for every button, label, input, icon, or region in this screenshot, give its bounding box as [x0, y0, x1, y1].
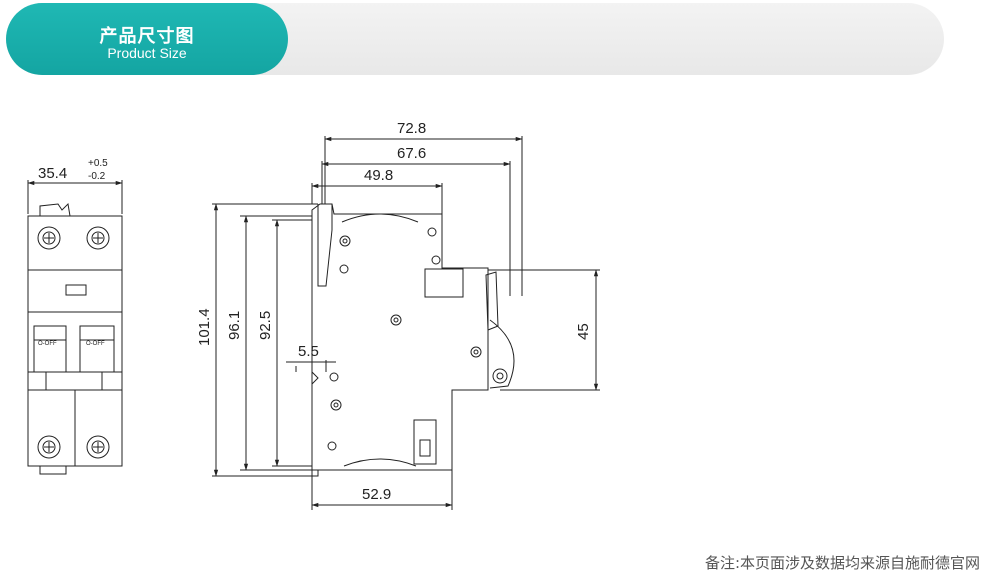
- bottom-terminal: [413, 419, 437, 465]
- dim-depth-3: 49.8: [364, 167, 393, 184]
- front-width-dim: 35.4 +0.5 -0.2: [27, 158, 123, 186]
- rail-slot: [424, 268, 464, 298]
- side-view: [311, 203, 515, 477]
- section-title-cn: 产品尺寸图: [99, 26, 195, 47]
- top-lever: [317, 204, 333, 287]
- off-label-left: O-OFF: [38, 341, 57, 347]
- dim-base-width: 52.9: [362, 486, 391, 503]
- dim-width-tol-plus: +0.5: [88, 158, 108, 169]
- side-dim-lines: [212, 136, 600, 510]
- front-view: [27, 180, 123, 475]
- handle-right: [79, 325, 115, 373]
- front-off-labels: O-OFF O-OFF: [38, 341, 105, 347]
- dim-width-tol-minus: -0.2: [88, 171, 106, 182]
- knob-arc: [489, 319, 515, 389]
- bottom-clip: [39, 466, 67, 475]
- dim-height-2: 96.1: [226, 311, 243, 340]
- side-dims: 72.8 67.6 49.8 101.4 96.1 92.5 5.5 52.9 …: [196, 120, 599, 508]
- brand-mark: [65, 284, 87, 296]
- dim-height-3: 92.5: [257, 311, 274, 340]
- dim-rail-height: 45: [575, 323, 592, 340]
- terminal-top-left: [37, 226, 61, 250]
- terminal-top-right: [86, 226, 110, 250]
- section-title-en: Product Size: [107, 45, 187, 61]
- handle-left: [33, 325, 67, 373]
- section-badge: 产品尺寸图 Product Size: [6, 3, 288, 75]
- dim-width: 35.4: [38, 165, 67, 182]
- terminal-bottom-right: [86, 435, 110, 459]
- side-body: [311, 203, 489, 471]
- footer-note: 备注:本页面涉及数据均来源自施耐德官网: [704, 554, 980, 572]
- dim-offset: 5.5: [298, 343, 319, 360]
- off-label-right: O-OFF: [86, 341, 105, 347]
- dim-depth-2: 67.6: [397, 145, 426, 162]
- top-clip: [39, 202, 71, 217]
- terminal-bottom-left: [37, 435, 61, 459]
- dim-depth-total: 72.8: [397, 120, 426, 137]
- dim-height-total: 101.4: [196, 308, 213, 346]
